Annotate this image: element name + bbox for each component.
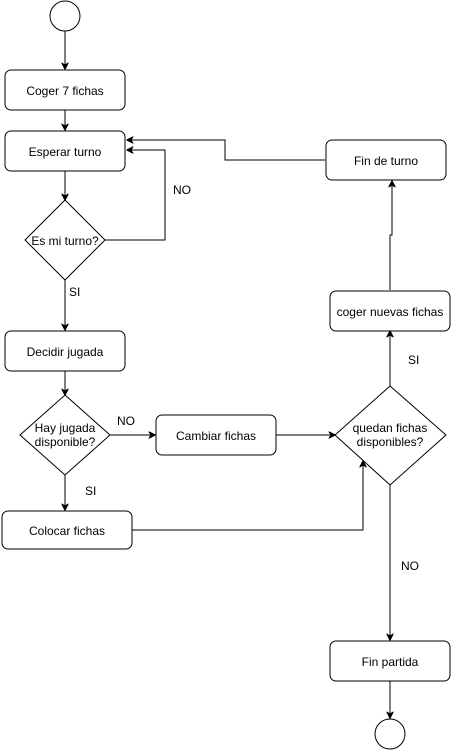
edge-colocar-to-quedan <box>132 461 363 531</box>
node-cambiar-fichas-label: Cambiar fichas <box>176 429 256 443</box>
node-colocar-fichas-label: Colocar fichas <box>29 524 105 538</box>
edge-cogernuevas-to-finturno <box>390 181 392 290</box>
decision-hay-jugada-label-line2: disponible? <box>35 435 96 449</box>
node-fin-de-turno-label: Fin de turno <box>354 154 418 168</box>
edge-label-si-quedan: SI <box>408 353 419 367</box>
node-coger-7-fichas: Coger 7 fichas <box>4 69 126 111</box>
decision-hay-jugada: Hay jugada disponible? <box>19 394 111 476</box>
edge-label-no-turno: NO <box>173 183 191 197</box>
decision-es-mi-turno: Es mi turno? <box>24 199 106 281</box>
node-coger-nuevas-fichas: coger nuevas fichas <box>329 290 451 332</box>
decision-quedan-fichas: quedan fichas disponibles? <box>334 385 447 486</box>
node-fin-partida: Fin partida <box>329 640 451 682</box>
decision-quedan-fichas-label-line1: quedan fichas <box>353 421 428 435</box>
node-fin-de-turno: Fin de turno <box>325 139 447 181</box>
edge-label-si-jugada: SI <box>85 484 96 498</box>
node-colocar-fichas: Colocar fichas <box>1 510 133 550</box>
edge-label-no-jugada: NO <box>117 414 135 428</box>
node-decidir-jugada: Decidir jugada <box>4 330 126 372</box>
edge-esmiturno-no-to-esperar <box>105 150 166 241</box>
node-esperar-turno: Esperar turno <box>4 130 126 172</box>
node-coger-7-fichas-label: Coger 7 fichas <box>26 84 103 98</box>
node-fin-partida-label: Fin partida <box>362 655 419 669</box>
decision-hay-jugada-label-line1: Hay jugada <box>35 421 96 435</box>
edge-finturno-to-esperar <box>127 140 325 161</box>
end-node <box>374 718 406 750</box>
start-node <box>49 0 81 32</box>
edge-label-no-quedan: NO <box>401 559 419 573</box>
decision-quedan-fichas-label-line2: disponibles? <box>357 435 424 449</box>
node-cambiar-fichas: Cambiar fichas <box>155 414 277 456</box>
node-esperar-turno-label: Esperar turno <box>29 145 102 159</box>
node-coger-nuevas-fichas-label: coger nuevas fichas <box>337 305 444 319</box>
node-decidir-jugada-label: Decidir jugada <box>27 345 104 359</box>
edge-label-si-turno: SI <box>69 285 80 299</box>
decision-es-mi-turno-label: Es mi turno? <box>31 234 99 248</box>
